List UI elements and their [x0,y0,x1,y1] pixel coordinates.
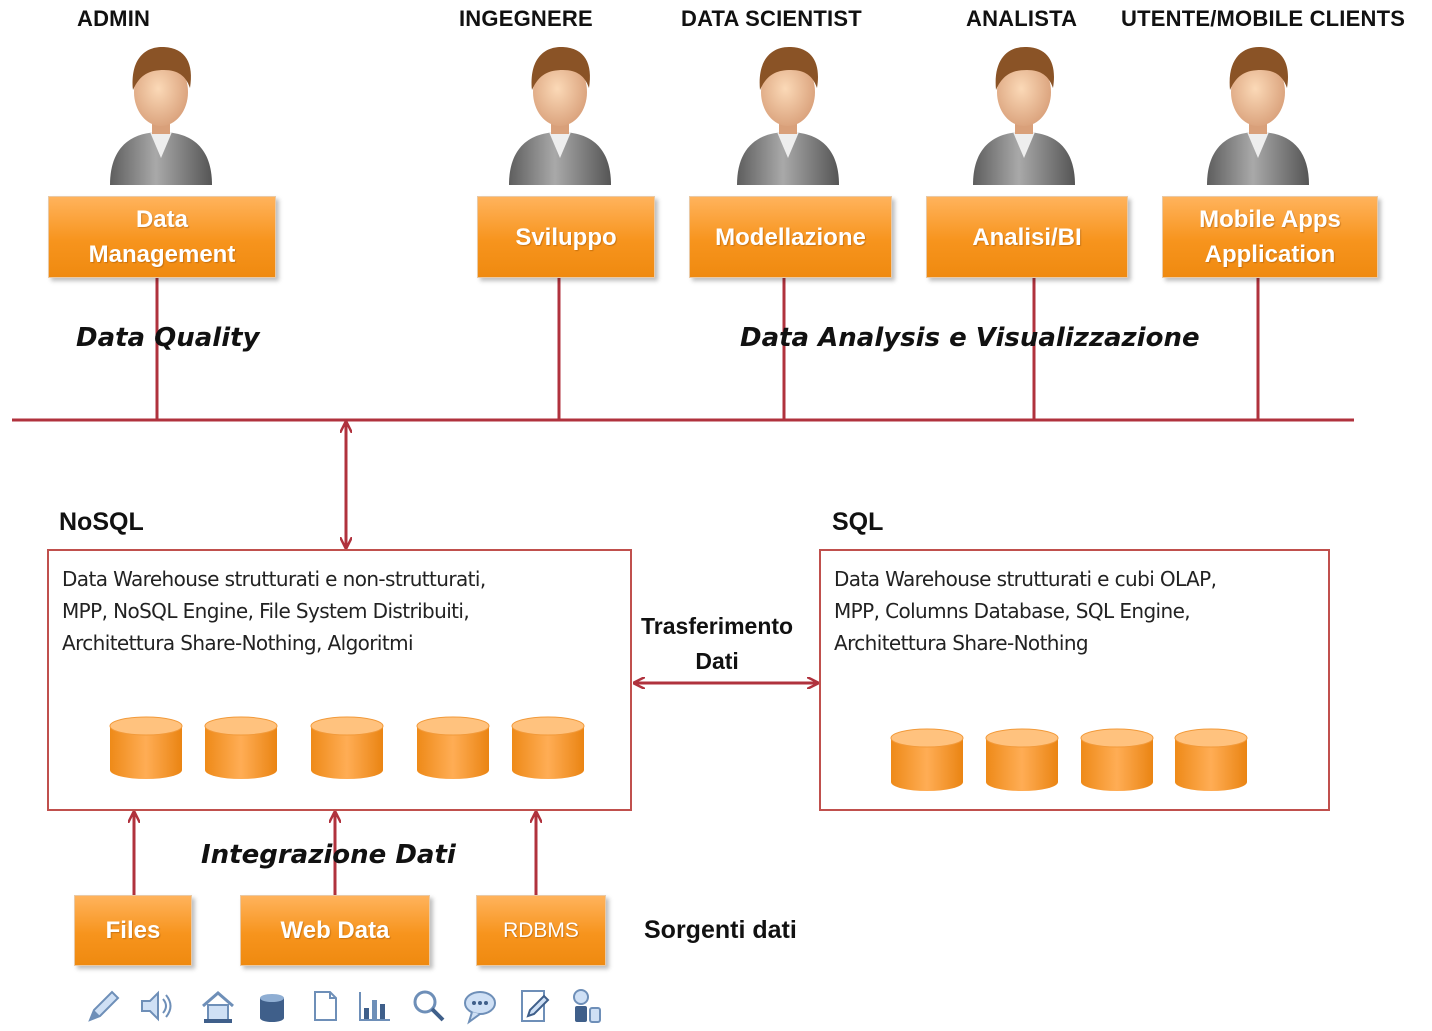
box-line: Mobile Apps [1199,206,1341,233]
nosql-description: Data Warehouse strutturati e non-struttu… [62,563,486,659]
box-modellazione: Modellazione [689,196,892,278]
sql-title: SQL [832,508,884,536]
person-icon [973,46,1075,185]
sql-line: Data Warehouse strutturati e cubi OLAP, [834,567,1217,591]
database-icon [416,716,490,779]
database-icon [890,728,964,791]
edit-document-icon [521,990,550,1022]
role-admin: ADMIN [77,6,151,31]
box-line: Application [1204,241,1336,268]
person-icon [110,46,212,185]
sql-line: Architettura Share-Nothing [834,631,1089,655]
person-icon [1207,46,1309,185]
database-icon [511,716,585,779]
nosql-title: NoSQL [59,508,144,536]
sql-description: Data Warehouse strutturati e cubi OLAP, … [834,563,1217,659]
source-label: RDBMS [503,919,579,942]
nosql-line: Architettura Share-Nothing, Algoritmi [62,631,414,655]
role-ingegnere: INGEGNERE [459,6,593,31]
label-trasferimento: Trasferimento Dati [641,609,793,679]
source-label: Web Data [280,917,390,944]
home-icon [202,991,234,1023]
database-icon [310,716,384,779]
person-icon [737,46,839,185]
box-sviluppo: Sviluppo [477,196,655,278]
box-line: Modellazione [715,223,866,251]
database-icon [260,994,284,1022]
source-rdbms: RDBMS [476,895,606,966]
box-line: Management [88,241,236,268]
pen-icon [88,990,120,1022]
database-icon [204,716,278,779]
nosql-line: MPP, NoSQL Engine, File System Distribui… [62,599,470,623]
transfer-line: Dati [695,648,739,674]
database-icon [109,716,183,779]
mobile-icon [573,989,601,1023]
chart-icon [359,992,390,1021]
label-data-quality: Data Quality [76,323,260,353]
role-data-scientist: DATA SCIENTIST [681,6,862,31]
magnifier-icon [413,990,445,1022]
label-sorgenti-dati: Sorgenti dati [644,916,797,944]
nosql-line: Data Warehouse strutturati e non-struttu… [62,567,486,591]
speaker-icon [141,990,172,1022]
box-analisi-bi: Analisi/BI [926,196,1128,278]
role-utente-mobile: UTENTE/MOBILE CLIENTS [1121,6,1406,31]
person-icon [509,46,611,185]
box-data-management: Data Management [48,196,276,278]
transfer-line: Trasferimento [641,613,794,639]
database-icon [985,728,1059,791]
box-line: Sviluppo [515,223,617,251]
box-mobile-apps: Mobile Apps Application [1162,196,1378,278]
label-integrazione-dati: Integrazione Dati [201,840,456,870]
source-files: Files [74,895,192,966]
chat-icon [464,991,496,1025]
role-analista: ANALISTA [966,6,1078,31]
box-line: Data [135,206,188,233]
label-data-analysis: Data Analysis e Visualizzazione [740,323,1200,353]
source-label: Files [105,917,161,944]
database-icon [1080,728,1154,791]
document-icon [314,991,337,1021]
source-web-data: Web Data [240,895,430,966]
sql-line: MPP, Columns Database, SQL Engine, [834,599,1191,623]
box-line: Analisi/BI [972,223,1082,251]
database-icon [1174,728,1248,791]
